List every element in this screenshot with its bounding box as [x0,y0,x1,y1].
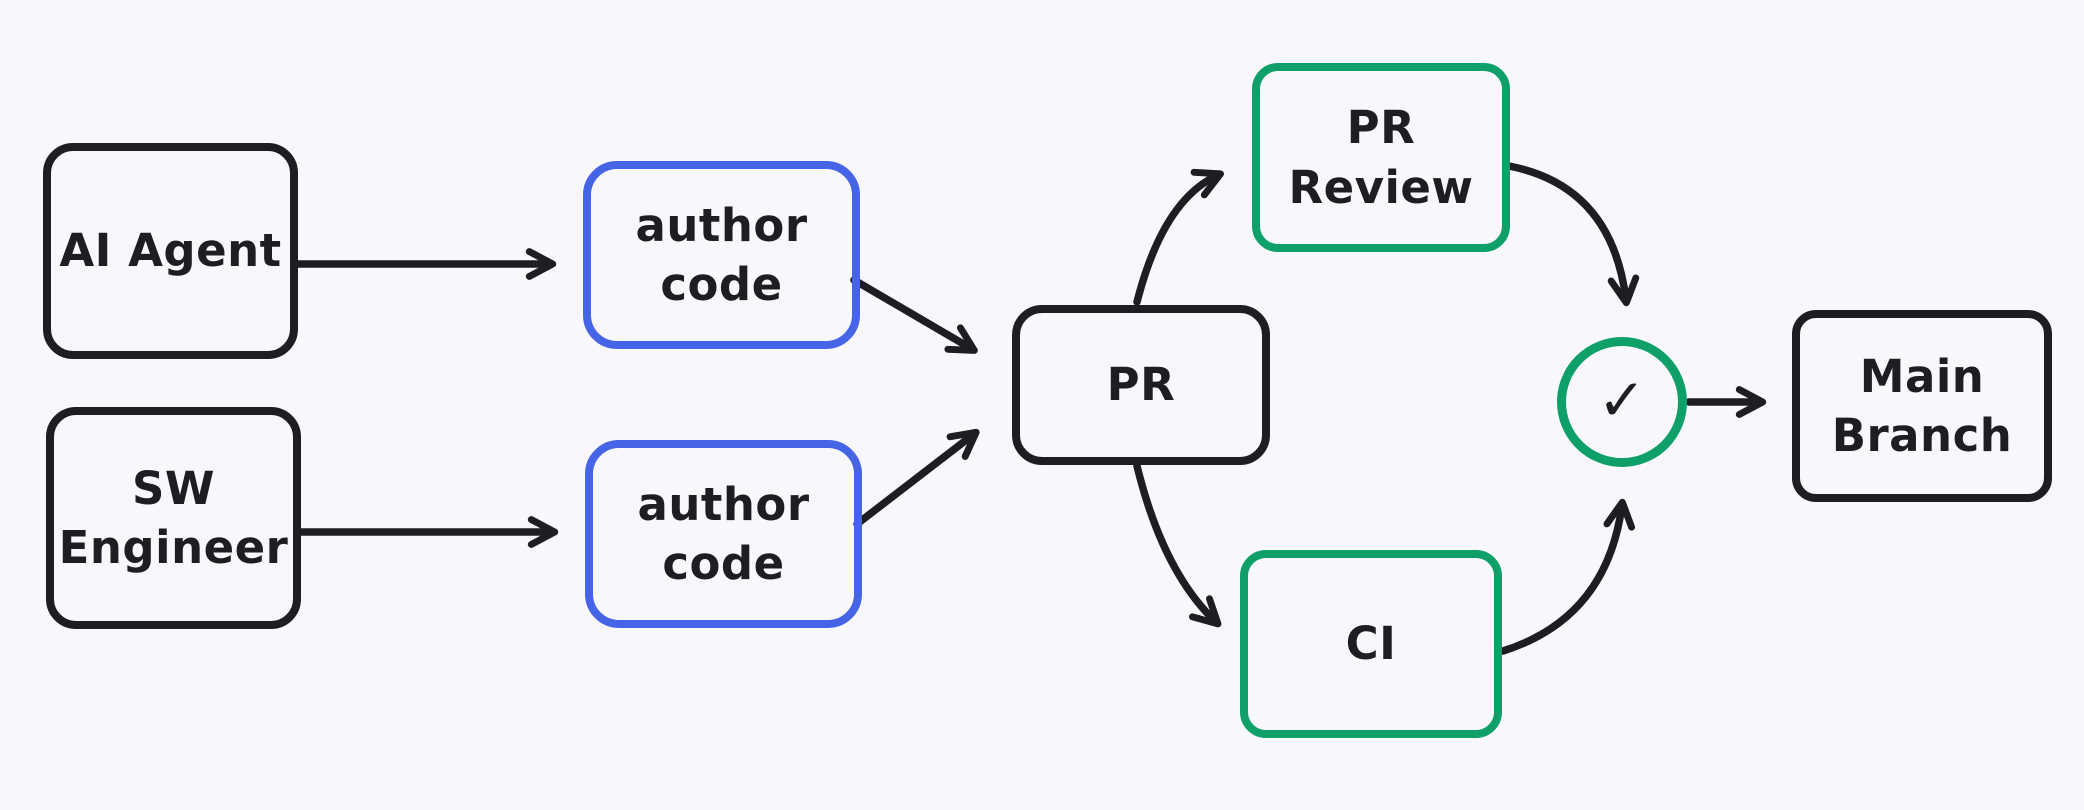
node-pr-label: PR [1106,358,1176,412]
arrow-author-code-bottom-to-pr [853,428,980,528]
node-pr-review-label: PR Review [1288,101,1474,214]
node-author-code-top: author code [583,161,860,349]
node-pr: PR [1012,305,1270,465]
node-ci-label: CI [1345,617,1397,671]
arrow-author-code-top-to-pr [850,276,978,354]
node-sw-engineer: SW Engineer [46,407,301,629]
node-approved-check: ✓ [1557,337,1687,467]
arrow-ci-to-check [1499,498,1636,655]
node-ai-agent: AI Agent [43,143,298,359]
node-pr-review: PR Review [1252,63,1510,252]
arrow-pr-to-ci [1133,462,1222,628]
node-main-branch-label: Main Branch [1831,349,2013,462]
arrow-pr-to-pr-review [1133,168,1224,306]
node-sw-engineer-label: SW Engineer [58,461,289,574]
check-icon: ✓ [1597,365,1647,434]
node-main-branch: Main Branch [1792,310,2052,502]
node-author-code-bottom-label: author code [637,477,810,590]
node-ai-agent-label: AI Agent [59,224,282,278]
node-ci: CI [1240,550,1502,738]
node-author-code-top-label: author code [635,198,808,311]
arrow-pr-review-to-check [1505,162,1640,307]
node-author-code-bottom: author code [585,440,862,628]
